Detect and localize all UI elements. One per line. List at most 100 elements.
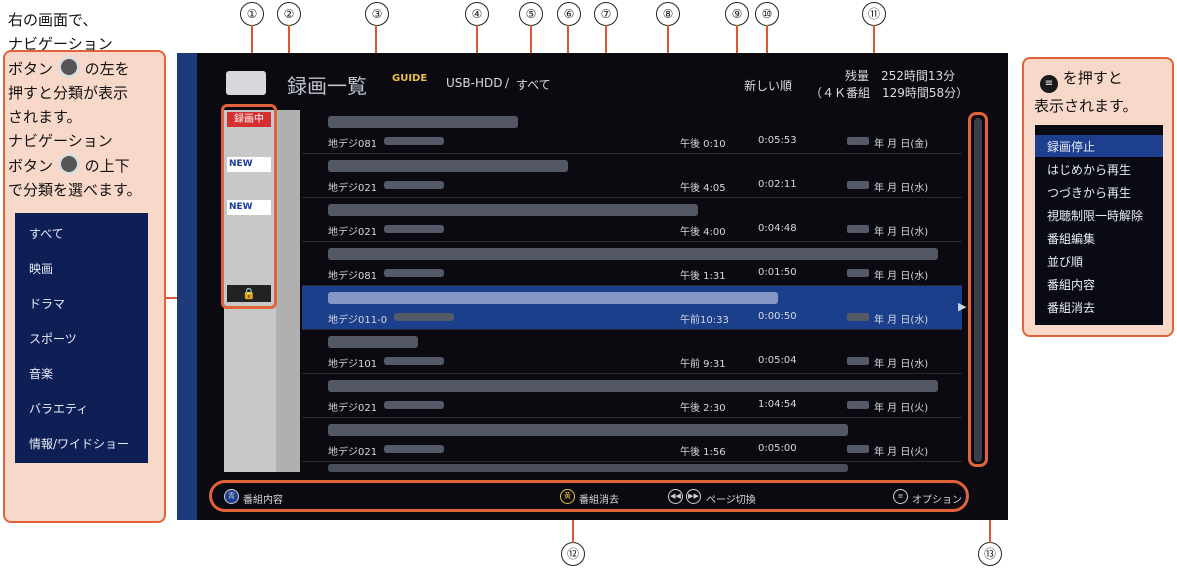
callout-5: ⑤ bbox=[519, 2, 543, 26]
category-music[interactable]: 音楽 bbox=[29, 367, 54, 381]
option-resume-play[interactable]: つづきから再生 bbox=[1047, 186, 1132, 200]
callout-7: ⑦ bbox=[594, 2, 618, 26]
sort-order: 新しい順 bbox=[744, 79, 793, 93]
left-text-line: ボタン の左を bbox=[8, 56, 158, 81]
row-channel: 地デジ021 bbox=[328, 447, 378, 458]
callout-12: ⑫ bbox=[561, 542, 585, 566]
remaining-label: 残量 bbox=[845, 69, 870, 83]
category-all[interactable]: すべて bbox=[29, 227, 64, 241]
callout-13: ⑬ bbox=[978, 542, 1002, 566]
table-row[interactable]: 地デジ021 午後 4:00 0:04:48 年 月 日(水) bbox=[302, 198, 962, 242]
leader-12 bbox=[572, 511, 574, 543]
row-duration: 0:05:00 bbox=[758, 443, 797, 454]
table-row-selected[interactable]: 地デジ011-0 午前10:33 0:00:50 年 月 日(水) bbox=[302, 286, 962, 330]
blurred-subtitle bbox=[384, 225, 444, 233]
navigation-button-icon bbox=[57, 153, 80, 175]
callout-1: ① bbox=[240, 2, 264, 26]
option-sort-order[interactable]: 並び順 bbox=[1047, 255, 1084, 269]
left-text-line: ボタン の上下 bbox=[8, 153, 158, 178]
right-explanation-text: ≡ を押すと 表示されます。 bbox=[1034, 65, 1172, 120]
blurred-year bbox=[847, 181, 869, 189]
blurred-subtitle bbox=[384, 357, 444, 365]
row-date: 年 月 日(水) bbox=[874, 315, 929, 326]
menu-button-icon: ≡ bbox=[1040, 75, 1058, 93]
new-badge: NEW bbox=[227, 157, 271, 172]
category-info[interactable]: 情報/ワイドショー bbox=[29, 437, 130, 451]
blurred-year bbox=[847, 225, 869, 233]
blurred-subtitle bbox=[384, 137, 444, 145]
row-time: 午後 2:30 bbox=[680, 403, 726, 414]
option-play-from-start[interactable]: はじめから再生 bbox=[1047, 163, 1132, 177]
scrollbar[interactable] bbox=[968, 112, 988, 467]
row-channel: 地デジ021 bbox=[328, 183, 378, 194]
option-label: オプション bbox=[912, 495, 962, 506]
remaining-time: 252時間13分 bbox=[881, 69, 956, 83]
table-row[interactable]: 地デジ021 午後 4:05 0:02:11 年 月 日(水) bbox=[302, 154, 962, 198]
lock-icon: 🔒 bbox=[227, 285, 271, 302]
option-program-info[interactable]: 番組内容 bbox=[1047, 278, 1096, 292]
callout-9: ⑨ bbox=[725, 2, 749, 26]
leader-10 bbox=[766, 25, 768, 70]
row-channel: 地デジ021 bbox=[328, 403, 378, 414]
rewind-icon: ◀◀ bbox=[668, 489, 683, 504]
header-separator: / bbox=[505, 76, 510, 90]
table-row[interactable]: 地デジ021 午後 1:56 0:05:00 年 月 日(火) bbox=[302, 418, 962, 462]
scrollbar-thumb[interactable] bbox=[974, 118, 982, 462]
callout-8: ⑧ bbox=[656, 2, 680, 26]
option-delete-program[interactable]: 番組消去 bbox=[1047, 301, 1096, 315]
table-row[interactable]: 地デジ081 午後 1:31 0:01:50 年 月 日(水) bbox=[302, 242, 962, 286]
leader-5 bbox=[530, 25, 532, 65]
blurred-title bbox=[328, 292, 778, 304]
genre-column bbox=[276, 110, 300, 472]
option-edit-program[interactable]: 番組編集 bbox=[1047, 232, 1096, 246]
row-duration: 1:04:54 bbox=[758, 399, 797, 410]
option-unlock-temp[interactable]: 視聴制限一時解除 bbox=[1047, 209, 1144, 223]
callout-6: ⑥ bbox=[557, 2, 581, 26]
blurred-year bbox=[847, 357, 869, 365]
category-sports[interactable]: スポーツ bbox=[29, 332, 77, 346]
blurred-subtitle bbox=[384, 269, 444, 277]
row-duration: 0:00:50 bbox=[758, 311, 797, 322]
left-explanation-text: 右の画面で、 ナビゲーション ボタン の左を 押すと分類が表示 されます。 ナビ… bbox=[8, 8, 158, 202]
status-highlight-frame bbox=[221, 104, 277, 309]
category-movie[interactable]: 映画 bbox=[29, 262, 54, 276]
row-channel: 地デジ081 bbox=[328, 271, 378, 282]
category-strip bbox=[177, 53, 197, 520]
callout-2: ② bbox=[277, 2, 301, 26]
row-channel: 地デジ081 bbox=[328, 139, 378, 150]
blue-button-icon: 青 bbox=[224, 489, 239, 504]
row-time: 午後 1:56 bbox=[680, 447, 726, 458]
option-selection-highlight bbox=[1035, 135, 1163, 157]
table-row[interactable]: 地デジ081 午後 0:10 0:05:53 年 月 日(金) bbox=[302, 110, 962, 154]
option-stop-recording[interactable]: 録画停止 bbox=[1047, 140, 1096, 154]
right-text-line: ≡ を押すと bbox=[1040, 65, 1172, 93]
blurred-title bbox=[328, 116, 518, 128]
row-date: 年 月 日(水) bbox=[874, 359, 929, 370]
table-row[interactable]: 地デジ101 午前 9:31 0:05:04 年 月 日(水) bbox=[302, 330, 962, 374]
row-duration: 0:04:48 bbox=[758, 223, 797, 234]
right-text-line: 表示されます。 bbox=[1034, 97, 1138, 115]
left-text-fragment: ボタン bbox=[8, 60, 54, 78]
blurred-year bbox=[847, 401, 869, 409]
navigation-button-icon bbox=[57, 56, 80, 78]
row-time: 午後 0:10 bbox=[680, 139, 726, 150]
row-date: 年 月 日(金) bbox=[874, 139, 929, 150]
page-title: 録画一覧 bbox=[287, 74, 367, 98]
category-variety[interactable]: バラエティ bbox=[29, 402, 89, 416]
blurred-partial-row bbox=[328, 464, 848, 472]
leader-left bbox=[166, 297, 180, 299]
row-channel: 地デジ021 bbox=[328, 227, 378, 238]
row-time: 午後 4:00 bbox=[680, 227, 726, 238]
table-row[interactable]: 地デジ021 午後 2:30 1:04:54 年 月 日(火) bbox=[302, 374, 962, 418]
leader-4 bbox=[476, 25, 478, 65]
row-channel: 地デジ101 bbox=[328, 359, 378, 370]
leader-11 bbox=[873, 25, 875, 60]
footer-guide-bar bbox=[209, 480, 969, 512]
left-text-line: 右の画面で、 bbox=[8, 11, 98, 29]
new-badge: NEW bbox=[227, 200, 271, 215]
remaining-time-4k: （４Ｋ番組 129時間58分） bbox=[810, 86, 969, 100]
category-drama[interactable]: ドラマ bbox=[29, 297, 66, 311]
blurred-year bbox=[847, 269, 869, 277]
callout-11: ⑪ bbox=[862, 2, 886, 26]
blurred-subtitle bbox=[384, 401, 444, 409]
